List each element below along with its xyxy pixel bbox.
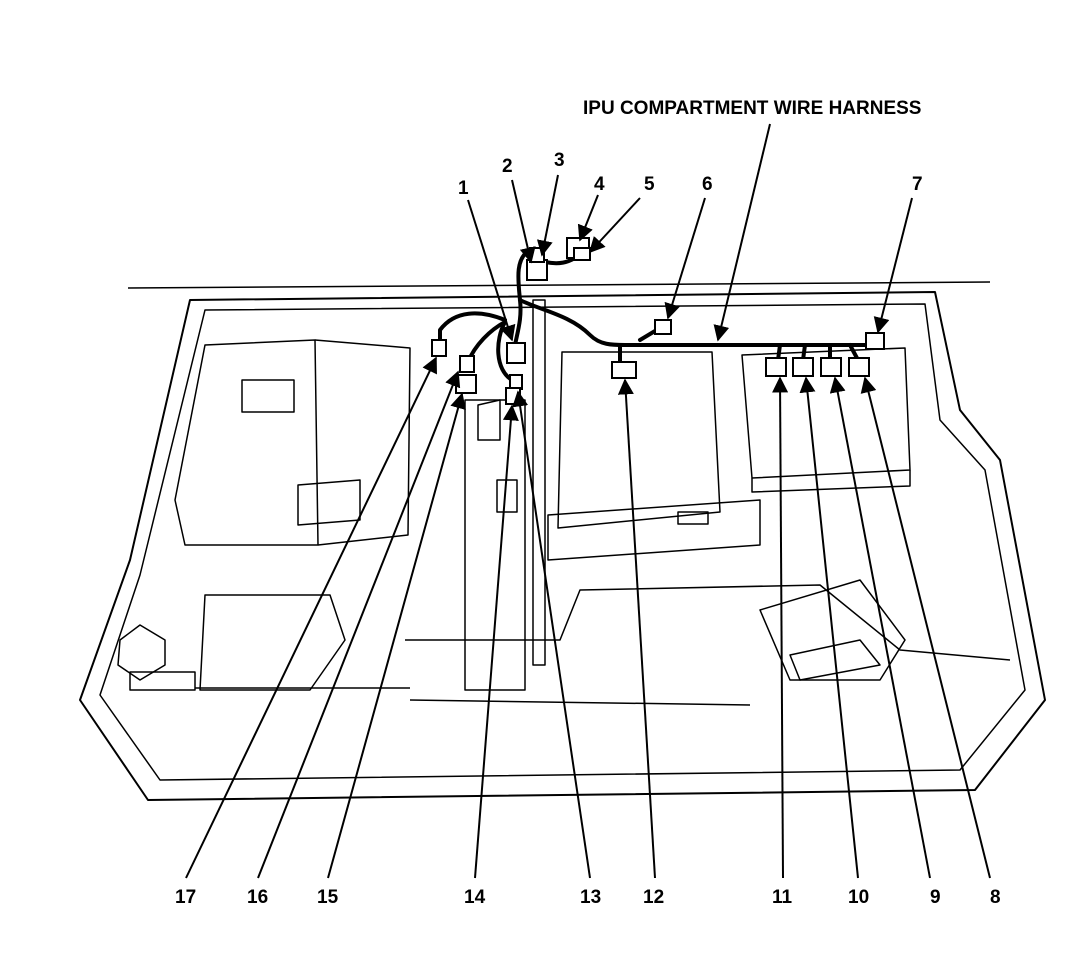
leader-5: [588, 197, 641, 254]
callout-17: 17: [175, 887, 196, 908]
diagram-title: IPU COMPARTMENT WIRE HARNESS: [583, 98, 921, 119]
leader-16: [257, 370, 461, 879]
connector-3: [529, 247, 545, 263]
callout-6: 6: [702, 174, 713, 195]
leader-1: [467, 199, 516, 342]
leader-6: [664, 197, 706, 320]
connector-10: [792, 357, 814, 377]
callout-8: 8: [990, 887, 1001, 908]
connector-5: [573, 247, 591, 261]
callout-3: 3: [554, 150, 565, 171]
compartment-body: [79, 281, 1046, 801]
leader-4: [577, 194, 599, 242]
leader-12: [617, 378, 656, 879]
leader-17: [185, 356, 437, 879]
connector-1: [506, 342, 526, 364]
leader-2: [511, 179, 536, 264]
leader-14: [474, 404, 519, 879]
leader-10: [799, 376, 859, 879]
connector-8: [848, 357, 870, 377]
title-leader: [713, 123, 771, 342]
callout-9: 9: [930, 887, 941, 908]
leader-9: [829, 376, 931, 879]
callout-13: 13: [580, 887, 601, 908]
leader-11: [772, 376, 789, 879]
leader-7: [873, 197, 913, 334]
leader-3: [536, 174, 559, 257]
connector-15: [455, 374, 477, 394]
connectors: [431, 237, 885, 405]
callout-12: 12: [643, 887, 664, 908]
connector-11: [765, 357, 787, 377]
callout-11: 11: [772, 887, 793, 908]
callout-7: 7: [912, 174, 923, 195]
leader-8: [860, 376, 991, 879]
connector-7: [865, 332, 885, 350]
callout-10: 10: [848, 887, 869, 908]
connector-6: [654, 319, 672, 335]
connector-12: [611, 361, 637, 379]
connector-17: [431, 339, 447, 357]
callout-16: 16: [247, 887, 268, 908]
connector-13: [509, 374, 523, 390]
callout-5: 5: [644, 174, 655, 195]
callout-1: 1: [458, 178, 469, 199]
callout-labels: 1 2 3 4 5 6 7 8 9 10 11 12 13 14 15 16 1…: [175, 150, 1001, 908]
callout-4: 4: [594, 174, 605, 195]
callout-2: 2: [502, 156, 513, 177]
connector-9: [820, 357, 842, 377]
callout-15: 15: [317, 887, 339, 908]
callout-14: 14: [464, 887, 486, 908]
leader-15: [327, 392, 466, 879]
connector-16: [459, 355, 475, 373]
callout-leaders: [185, 174, 991, 879]
leader-13: [512, 390, 591, 879]
